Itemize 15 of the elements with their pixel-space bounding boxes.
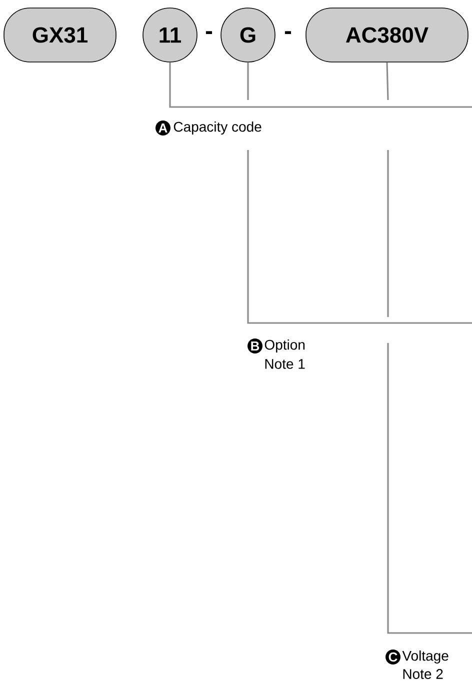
- label-text: Voltage: [402, 650, 448, 664]
- letter-badge: C: [386, 650, 400, 664]
- letter-badge: A: [156, 120, 170, 136]
- label-text: Option: [264, 339, 305, 353]
- leader-line: [386, 62, 472, 634]
- leader-line: [169, 62, 472, 108]
- label-text: Capacity code: [174, 121, 262, 135]
- leader-line: [247, 62, 472, 324]
- label-text: Note 2: [403, 669, 443, 679]
- separator-dash: -: [206, 31, 212, 34]
- label-text: Note 1: [265, 359, 305, 369]
- code-pill: AC380V: [306, 8, 468, 62]
- separator-dash: -: [284, 31, 292, 34]
- letter-badge: B: [248, 338, 262, 354]
- code-pill: GX31: [4, 8, 116, 62]
